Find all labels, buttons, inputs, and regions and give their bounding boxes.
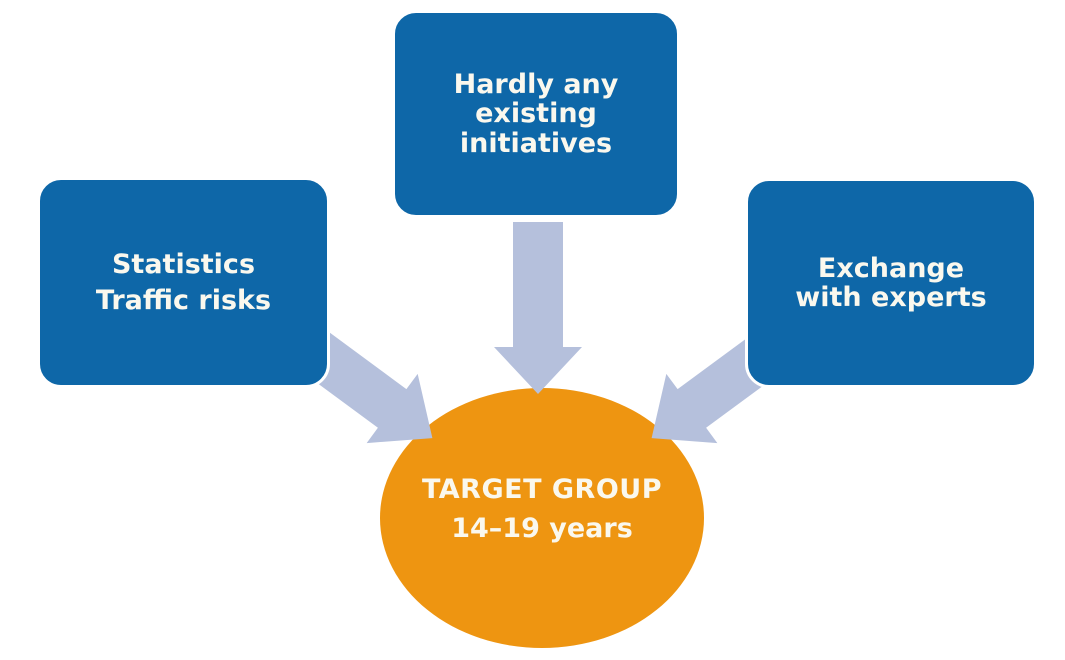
target-group-ellipse: TARGET GROUP 14–19 years (380, 388, 704, 648)
box-top-line-2: existing (475, 98, 597, 130)
box-left-line-1: Statistics (111, 248, 256, 280)
box-hardly-any-existing-initiatives: Hardly any existing initiatives (392, 10, 680, 218)
target-group-title: TARGET GROUP (421, 473, 663, 505)
box-right-line-1: Exchange (817, 252, 965, 284)
arrow-from-top-box-icon (494, 222, 582, 394)
box-top-line-3: initiatives (459, 127, 613, 159)
box-top-line-1: Hardly any (453, 69, 619, 101)
box-right-line-2: with experts (795, 282, 987, 313)
box-exchange-with-experts: Exchange with experts (745, 178, 1037, 388)
box-left-line-2: Traffic risks (95, 285, 272, 316)
box-statistics-traffic-risks: Statistics Traffic risks (37, 177, 330, 388)
target-group-age-range: 14–19 years (451, 512, 633, 544)
